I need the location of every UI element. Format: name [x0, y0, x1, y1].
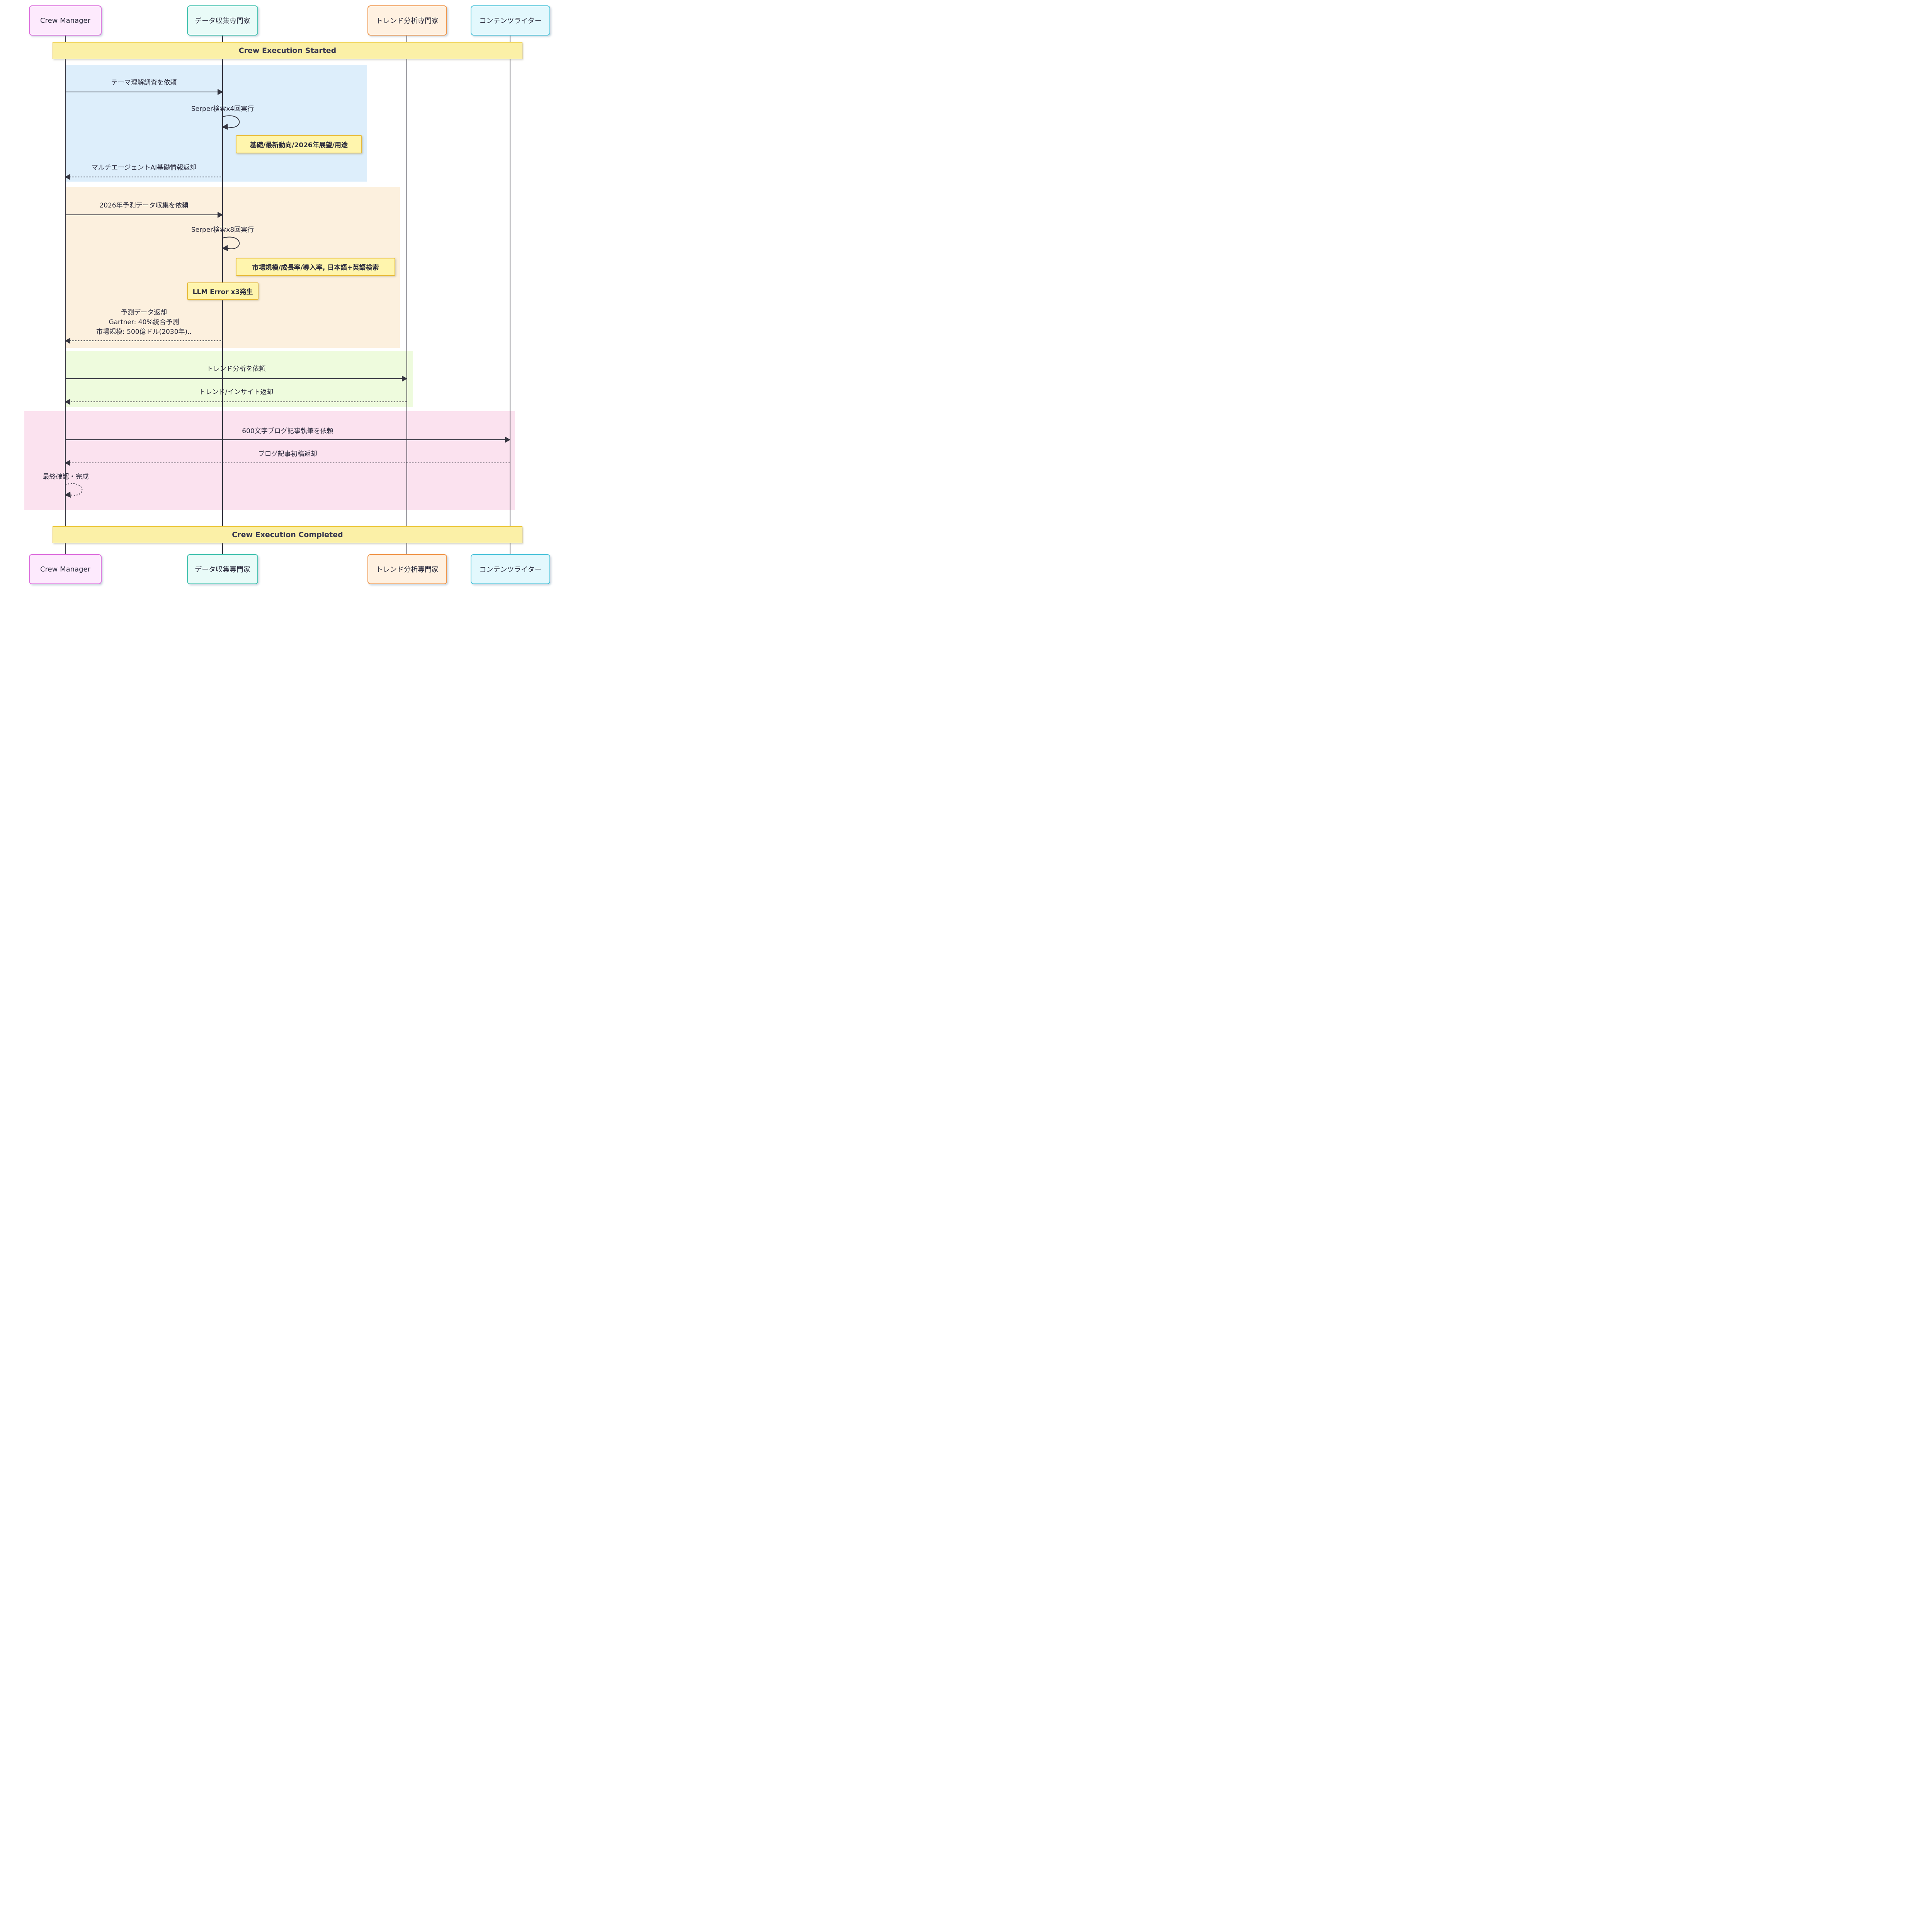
actor-trend-analyst-top: トレンド分析専門家	[367, 5, 447, 36]
actor-label: データ収集専門家	[195, 566, 250, 574]
note-llm-error: LLM Error x3発生	[187, 282, 259, 300]
message-trend-return-label: トレンド/インサイト返却	[199, 388, 274, 396]
note-market-metrics: 市場規模/成長率/導入率, 日本語+英語検索	[236, 258, 395, 276]
self-loop-arrow	[222, 115, 240, 130]
message-trend-request-label: トレンド分析を依頼	[206, 365, 266, 373]
message-line: 予測データ返却	[121, 309, 167, 316]
phase-region-topic-research	[65, 65, 367, 182]
arrowhead-icon	[218, 89, 223, 95]
actor-label: Crew Manager	[40, 565, 90, 573]
note-label: 市場規模/成長率/導入率, 日本語+英語検索	[252, 264, 379, 272]
actor-label: データ収集専門家	[195, 17, 250, 25]
sequence-diagram-canvas: Crew Execution Started Crew Execution Co…	[0, 0, 580, 612]
note-label: LLM Error x3発生	[192, 288, 253, 296]
message-line: Gartner: 40%統合予測	[109, 318, 179, 326]
arrowhead-icon	[402, 376, 407, 382]
message-forecast-return-arrow	[65, 338, 223, 344]
lifeline-crew-manager	[65, 36, 66, 554]
message-blog-request-arrow	[65, 437, 510, 443]
self-loop-dashed-arrow	[65, 483, 83, 498]
phase-region-trend-analysis	[65, 351, 413, 407]
banner-end-label: Crew Execution Completed	[232, 531, 343, 539]
note-label: 基礎/最新動向/2026年展望/用途	[250, 141, 348, 149]
lifeline-trend-analyst	[406, 36, 407, 554]
banner-start-label: Crew Execution Started	[238, 46, 337, 55]
actor-label: コンテンツライター	[479, 566, 542, 574]
self-loop-arrow	[222, 236, 240, 251]
message-base-info-return-label: マルチエージェントAI基礎情報返却	[91, 164, 197, 172]
message-line: 市場規模: 500億ドル(2030年)..	[96, 328, 192, 336]
message-topic-research-label: テーマ理解調査を依頼	[111, 79, 177, 87]
arrowhead-icon	[65, 338, 70, 344]
actor-label: トレンド分析専門家	[376, 566, 439, 574]
message-final-confirm-label: 最終確認・完成	[43, 473, 89, 481]
message-forecast-request-label: 2026年予測データ収集を依頼	[99, 202, 189, 209]
actor-crew-manager-bottom: Crew Manager	[29, 554, 102, 584]
actor-crew-manager-top: Crew Manager	[29, 5, 102, 36]
message-forecast-return-label: 予測データ返却 Gartner: 40%統合予測 市場規模: 500億ドル(20…	[65, 308, 223, 337]
arrowhead-icon	[505, 437, 510, 443]
message-trend-return-arrow	[65, 399, 407, 405]
arrowhead-icon	[65, 399, 70, 405]
note-search-topics: 基礎/最新動向/2026年展望/用途	[236, 135, 362, 153]
actor-label: コンテンツライター	[479, 17, 542, 25]
phase-region-content-writing	[24, 411, 515, 510]
message-blog-return-label: ブログ記事初稿返却	[258, 450, 317, 458]
actor-data-collector-bottom: データ収集専門家	[187, 554, 258, 584]
message-serper-x4-label: Serper検索x4回実行	[191, 105, 254, 113]
arrowhead-icon	[218, 212, 223, 218]
actor-content-writer-top: コンテンツライター	[471, 5, 550, 36]
message-serper-x8-label: Serper検索x8回実行	[191, 226, 254, 234]
message-forecast-request-arrow	[65, 212, 223, 218]
arrowhead-icon	[65, 174, 70, 180]
actor-trend-analyst-bottom: トレンド分析専門家	[367, 554, 447, 584]
actor-label: トレンド分析専門家	[376, 17, 439, 25]
actor-label: Crew Manager	[40, 16, 90, 25]
arrowhead-icon	[65, 460, 70, 466]
actor-content-writer-bottom: コンテンツライター	[471, 554, 550, 584]
message-trend-request-arrow	[65, 376, 407, 382]
banner-execution-completed: Crew Execution Completed	[53, 526, 522, 543]
banner-execution-started: Crew Execution Started	[53, 42, 522, 59]
actor-data-collector-top: データ収集専門家	[187, 5, 258, 36]
message-blog-request-label: 600文字ブログ記事執筆を依頼	[242, 427, 333, 435]
